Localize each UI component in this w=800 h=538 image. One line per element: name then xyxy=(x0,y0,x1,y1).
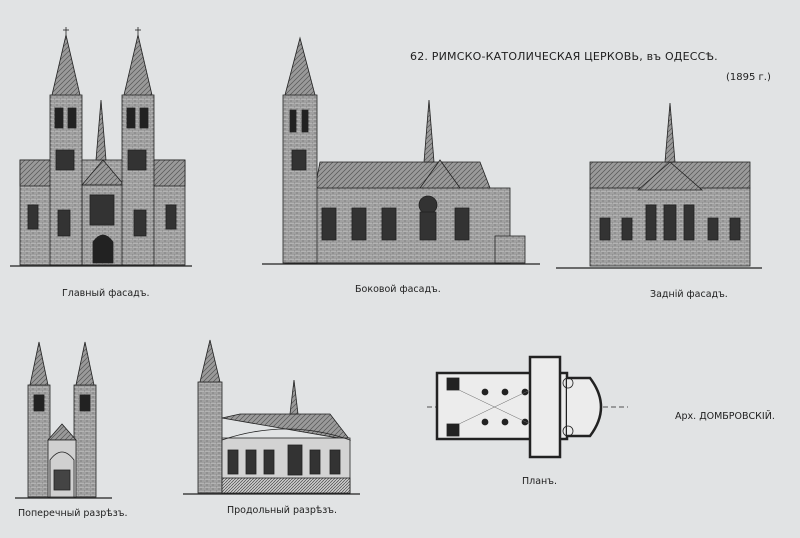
architect-credit: Арх. ДОМБРОВСКІЙ. xyxy=(675,411,775,422)
main-facade-caption: Главный фасадъ. xyxy=(62,288,150,299)
main-facade-drawing xyxy=(10,27,192,267)
side-facade-drawing xyxy=(262,36,540,265)
side-facade-caption: Боковой фасадъ. xyxy=(355,284,441,295)
plan-caption: Планъ. xyxy=(522,476,557,487)
plan-drawing xyxy=(427,355,628,459)
rear-facade-drawing xyxy=(556,102,762,269)
rear-facade-caption: Задній фасадъ. xyxy=(650,289,728,300)
sheet-title: 62. РИМСКО-КАТОЛИЧЕСКАЯ ЦЕРКОВЬ, въ ОДЕС… xyxy=(410,50,718,63)
longitudinal-section-caption: Продольный разрѣзъ. xyxy=(227,505,338,516)
cross-section-drawing xyxy=(15,341,112,499)
sheet-year: (1895 г.) xyxy=(726,72,771,83)
longitudinal-section-drawing xyxy=(183,339,360,495)
cross-section-caption: Поперечный разрѣзъ. xyxy=(18,508,128,519)
